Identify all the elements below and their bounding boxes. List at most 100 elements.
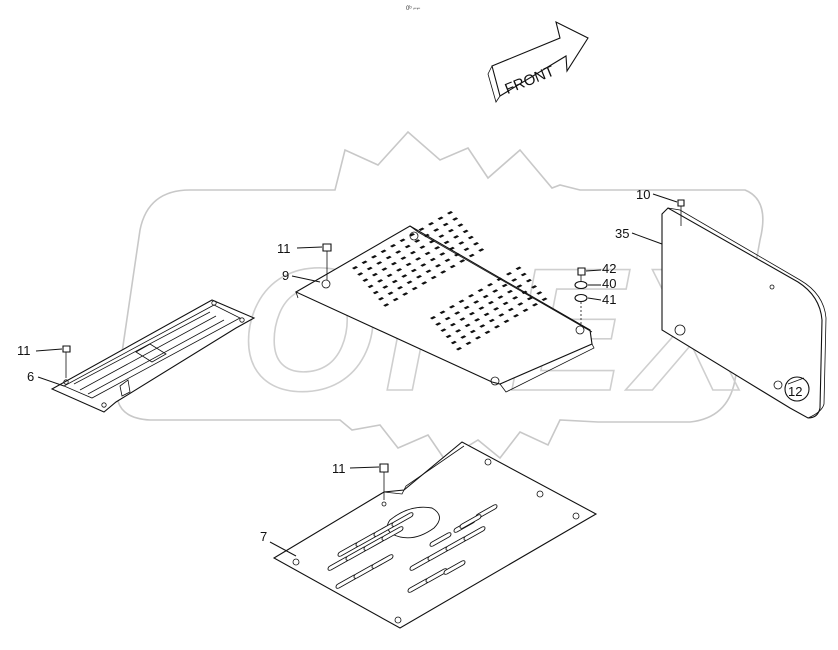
perforation <box>453 235 460 239</box>
perforation <box>378 297 384 301</box>
perforation <box>444 316 451 321</box>
perforation <box>409 233 415 237</box>
perforation <box>494 325 500 329</box>
plate-slot <box>371 554 394 569</box>
perforation <box>463 305 470 310</box>
perforation <box>357 272 364 276</box>
perforation <box>465 341 472 345</box>
perforation <box>423 233 430 238</box>
perforation <box>521 290 528 295</box>
perforation <box>380 249 387 253</box>
perforation <box>430 275 437 280</box>
header-code: 0ᵇ ⌐⌐ <box>406 5 421 12</box>
perforation <box>473 300 480 304</box>
callout-40: 40 <box>602 276 616 291</box>
perforation <box>401 274 408 278</box>
perforation <box>517 302 524 306</box>
perforation <box>493 307 500 311</box>
perforation <box>462 229 469 234</box>
perforation <box>447 228 454 233</box>
perforation <box>352 266 358 270</box>
callouts: 10 35 11 9 42 40 41 11 6 12 11 7 <box>17 187 802 557</box>
perforation <box>458 241 465 245</box>
perforation <box>464 323 471 328</box>
perforation <box>477 288 484 292</box>
perforation <box>468 253 475 258</box>
perforation <box>371 255 377 259</box>
perforation <box>515 266 522 270</box>
perforation <box>411 286 418 291</box>
perforation <box>439 310 446 314</box>
perforation-grid <box>352 211 548 351</box>
perforation <box>400 256 407 260</box>
perforation <box>478 248 485 252</box>
perforation <box>532 303 538 307</box>
perforation <box>459 317 466 321</box>
perforation <box>454 253 460 257</box>
callout-11-bracket-6: 11 <box>17 343 31 358</box>
fastener-stack <box>574 267 588 324</box>
slot-grid <box>327 504 498 593</box>
perforation <box>361 260 368 264</box>
perforation <box>439 252 446 256</box>
perforation <box>397 286 403 290</box>
perforation <box>435 322 442 326</box>
perforation <box>381 267 388 271</box>
perforation <box>391 279 398 284</box>
perforation <box>506 272 512 276</box>
callout-35: 35 <box>615 226 629 241</box>
perforation <box>438 234 445 238</box>
perforation <box>475 336 481 340</box>
perforation <box>383 303 390 307</box>
perforation <box>536 291 543 295</box>
perforation <box>428 222 434 226</box>
perforation <box>526 296 533 301</box>
perforation <box>454 311 461 315</box>
plate-slot <box>391 512 414 527</box>
perforation <box>452 217 459 221</box>
perforation <box>468 311 475 316</box>
perforation <box>458 299 465 303</box>
perforation <box>478 306 485 310</box>
perforation <box>392 297 399 302</box>
perforation <box>487 283 493 287</box>
perforation <box>390 244 396 248</box>
perforation <box>506 289 513 294</box>
perforation <box>502 301 509 306</box>
perforation <box>448 246 455 251</box>
perforation <box>367 284 374 289</box>
plate-slot <box>429 532 452 547</box>
callout-11-plate-9: 11 <box>277 241 291 256</box>
perforation <box>498 313 505 317</box>
perforation <box>420 263 427 267</box>
perforation <box>419 245 426 249</box>
callout-7: 7 <box>260 529 267 544</box>
callout-9: 9 <box>282 268 289 283</box>
perforation <box>406 280 413 284</box>
perforation <box>501 283 508 288</box>
perforation <box>443 240 450 245</box>
plate-part-7 <box>272 441 598 629</box>
perforation <box>469 329 476 334</box>
perforation <box>473 242 479 246</box>
perforation <box>449 322 456 327</box>
perforation <box>387 291 394 295</box>
perforation <box>421 281 428 285</box>
perforation <box>385 255 392 260</box>
callout-41: 41 <box>602 292 616 307</box>
perforation <box>516 284 523 288</box>
perforation <box>415 257 422 261</box>
perforation <box>433 228 440 232</box>
perforation <box>496 277 503 281</box>
perforation <box>425 269 432 273</box>
perforation <box>437 216 444 220</box>
perforation <box>463 247 470 251</box>
perforation <box>372 290 379 295</box>
perforation <box>522 308 529 312</box>
perforation <box>396 268 403 272</box>
perforation <box>362 278 369 282</box>
perforation <box>399 238 406 242</box>
perforation <box>459 259 466 263</box>
perforation <box>416 275 422 279</box>
perforation <box>390 261 397 266</box>
